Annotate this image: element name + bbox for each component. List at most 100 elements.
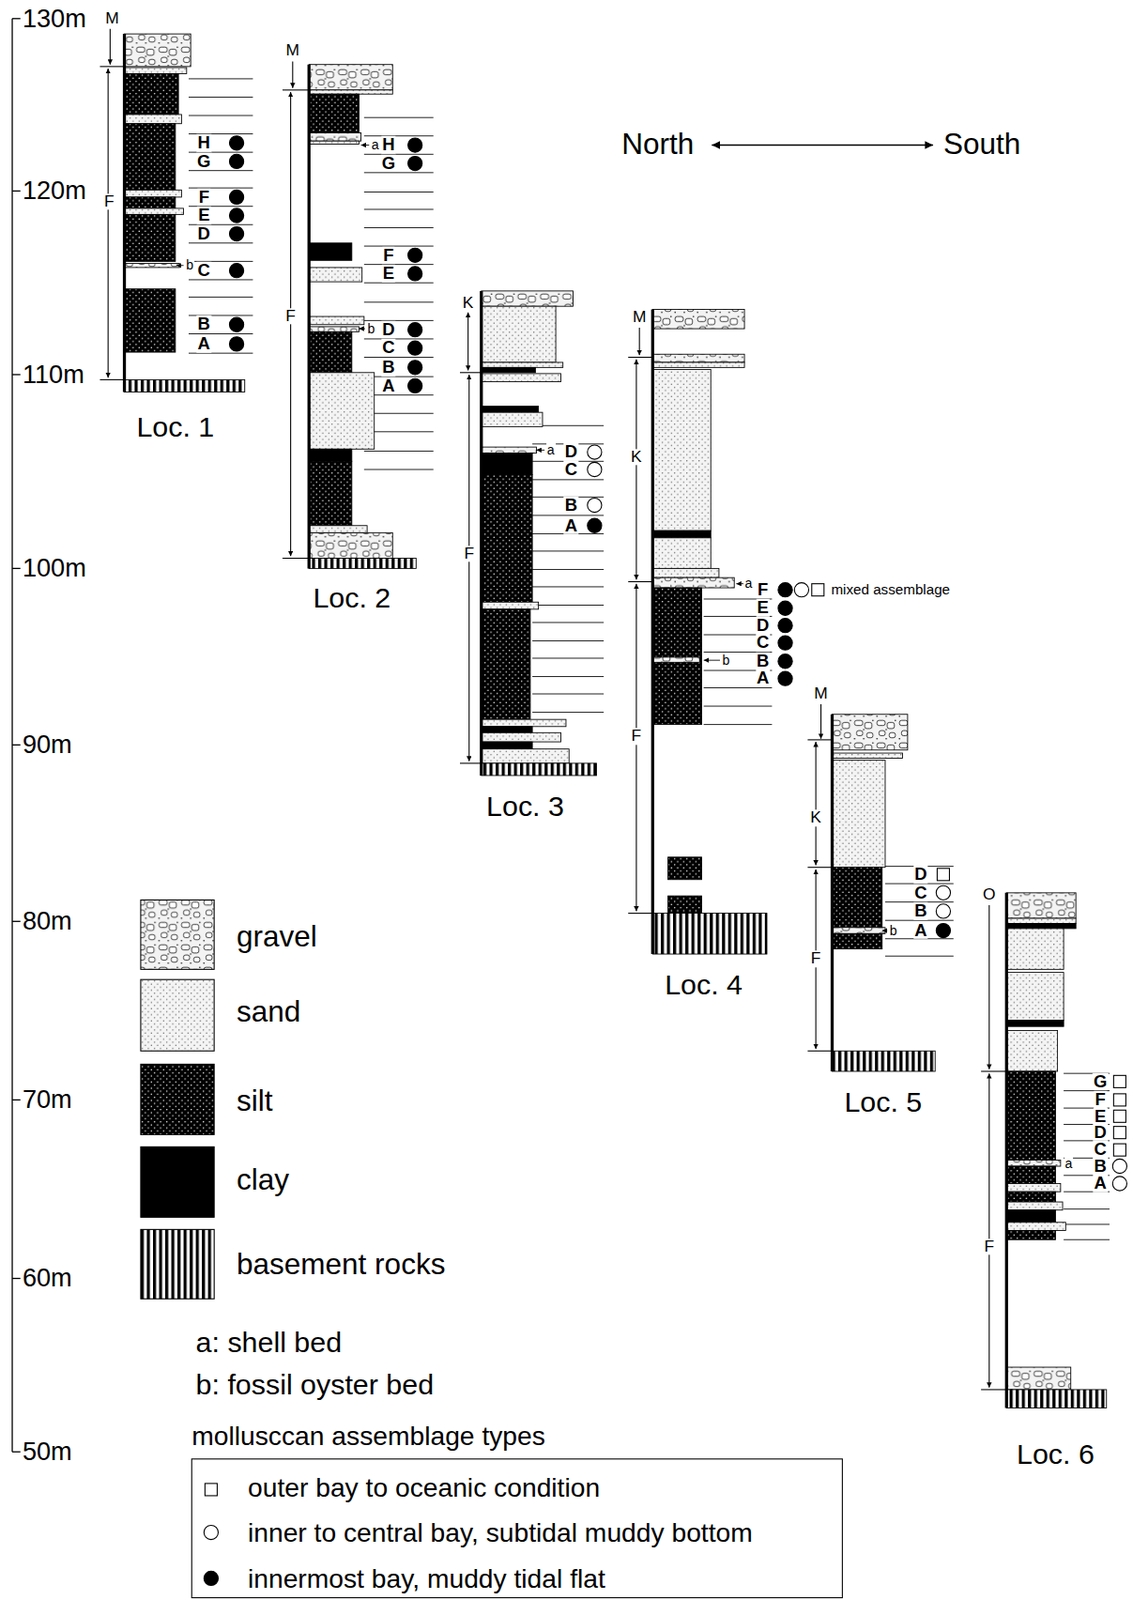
direction-label: North bbox=[621, 130, 694, 161]
unit-range bbox=[468, 374, 470, 762]
axis-label: 70m bbox=[22, 1087, 73, 1113]
horizon-line bbox=[532, 693, 604, 695]
filled-circle-symbol bbox=[203, 1570, 218, 1585]
clay-layer bbox=[481, 726, 533, 734]
unit-range bbox=[635, 583, 637, 912]
sand-layer bbox=[308, 525, 368, 534]
horizon-letter: E bbox=[197, 206, 211, 224]
sand-layer bbox=[481, 362, 564, 368]
sand-layer bbox=[1006, 1182, 1061, 1192]
unit-boundary bbox=[980, 1388, 1007, 1390]
horizon-letter: C bbox=[755, 633, 770, 651]
legend-swatch bbox=[140, 979, 215, 1051]
horizon-line bbox=[1063, 1223, 1110, 1225]
silt-layer bbox=[832, 933, 883, 949]
sand-layer bbox=[481, 749, 569, 764]
sand-layer bbox=[308, 316, 365, 325]
horizon-line bbox=[188, 115, 253, 117]
basement-layer bbox=[308, 558, 416, 569]
gravel-layer bbox=[652, 308, 745, 329]
clay-layer bbox=[652, 530, 711, 538]
filled-circle-symbol bbox=[408, 340, 423, 355]
bed-leader bbox=[358, 328, 366, 330]
horizon-letter: D bbox=[197, 225, 212, 243]
axis-tick bbox=[12, 1277, 21, 1279]
square-symbol bbox=[1113, 1093, 1126, 1106]
square-symbol bbox=[811, 583, 825, 597]
location-label: Loc. 1 bbox=[136, 412, 215, 441]
silt-layer bbox=[1006, 1071, 1056, 1161]
square-symbol bbox=[204, 1483, 217, 1496]
depth-axis bbox=[12, 18, 21, 1452]
silt-layer bbox=[652, 587, 702, 725]
unit-label: M bbox=[285, 43, 301, 60]
silt-layer bbox=[832, 867, 883, 928]
bed-leader bbox=[535, 449, 545, 451]
unit-label: M bbox=[812, 685, 828, 702]
unit-label: K bbox=[461, 294, 475, 311]
clay-layer bbox=[481, 406, 539, 414]
legend-label: outer bay to oceanic condition bbox=[247, 1473, 600, 1501]
horizon-line bbox=[188, 352, 253, 354]
unit-boundary bbox=[627, 912, 653, 914]
sand-layer bbox=[652, 537, 711, 569]
horizon-line bbox=[1063, 1239, 1110, 1241]
gravel-layer bbox=[308, 64, 393, 91]
filled-circle-symbol bbox=[778, 635, 793, 650]
horizon-line bbox=[704, 705, 773, 707]
axis-label: 100m bbox=[22, 555, 87, 582]
filled-circle-symbol bbox=[935, 922, 950, 937]
note: mixed assemblage bbox=[830, 581, 950, 597]
horizon-line bbox=[364, 135, 434, 137]
column-axis bbox=[122, 33, 126, 392]
silt-layer bbox=[124, 214, 176, 261]
unit-range bbox=[291, 61, 293, 88]
legend-swatch bbox=[140, 1146, 215, 1217]
horizon-line bbox=[532, 550, 604, 552]
clay-layer bbox=[1006, 1020, 1064, 1027]
sand-layer bbox=[481, 601, 539, 610]
filled-circle-symbol bbox=[229, 136, 244, 151]
silt-layer bbox=[668, 895, 703, 913]
horizon-line bbox=[532, 425, 604, 427]
legend-heading: mollusccan assemblage types bbox=[191, 1421, 546, 1448]
unit-label: F bbox=[810, 950, 823, 967]
legend-swatch bbox=[140, 1228, 215, 1299]
open-circle-symbol bbox=[935, 903, 950, 919]
gravel-layer bbox=[832, 714, 908, 751]
bed-leader bbox=[882, 930, 888, 932]
legend-label: sand bbox=[236, 996, 301, 1027]
clay-layer bbox=[481, 453, 533, 475]
unit-range bbox=[107, 68, 109, 378]
location-label: Loc. 5 bbox=[843, 1087, 922, 1116]
horizon-letter: B bbox=[913, 902, 928, 919]
horizon-letter: A bbox=[381, 376, 396, 394]
horizon-line bbox=[364, 263, 434, 265]
horizon-line bbox=[532, 640, 604, 642]
bed-marker: a bbox=[546, 443, 556, 457]
filled-circle-symbol bbox=[229, 263, 244, 278]
unit-range bbox=[467, 312, 469, 371]
unit-label: M bbox=[104, 10, 120, 27]
axis-tick bbox=[12, 1099, 21, 1101]
filled-circle-symbol bbox=[408, 360, 423, 375]
legend-label: silt bbox=[236, 1087, 274, 1118]
direction-label: South bbox=[943, 130, 1021, 161]
axis-tick bbox=[12, 1451, 21, 1453]
clay-layer bbox=[308, 448, 353, 461]
horizon-letter: F bbox=[382, 245, 395, 263]
unit-label: F bbox=[462, 545, 475, 562]
filled-circle-symbol bbox=[778, 582, 793, 598]
sand-layer bbox=[308, 90, 393, 94]
horizon-line bbox=[364, 245, 434, 247]
stratigraphic-column bbox=[124, 33, 254, 392]
silt-layer bbox=[481, 609, 531, 720]
unit-range bbox=[988, 904, 990, 1070]
stratigraphic-column bbox=[308, 64, 434, 569]
silt-layer bbox=[1006, 1229, 1056, 1240]
unit-range bbox=[820, 704, 822, 739]
horizon-letter: B bbox=[1093, 1157, 1108, 1175]
horizon-line bbox=[188, 169, 253, 171]
sand-layer bbox=[124, 208, 184, 215]
